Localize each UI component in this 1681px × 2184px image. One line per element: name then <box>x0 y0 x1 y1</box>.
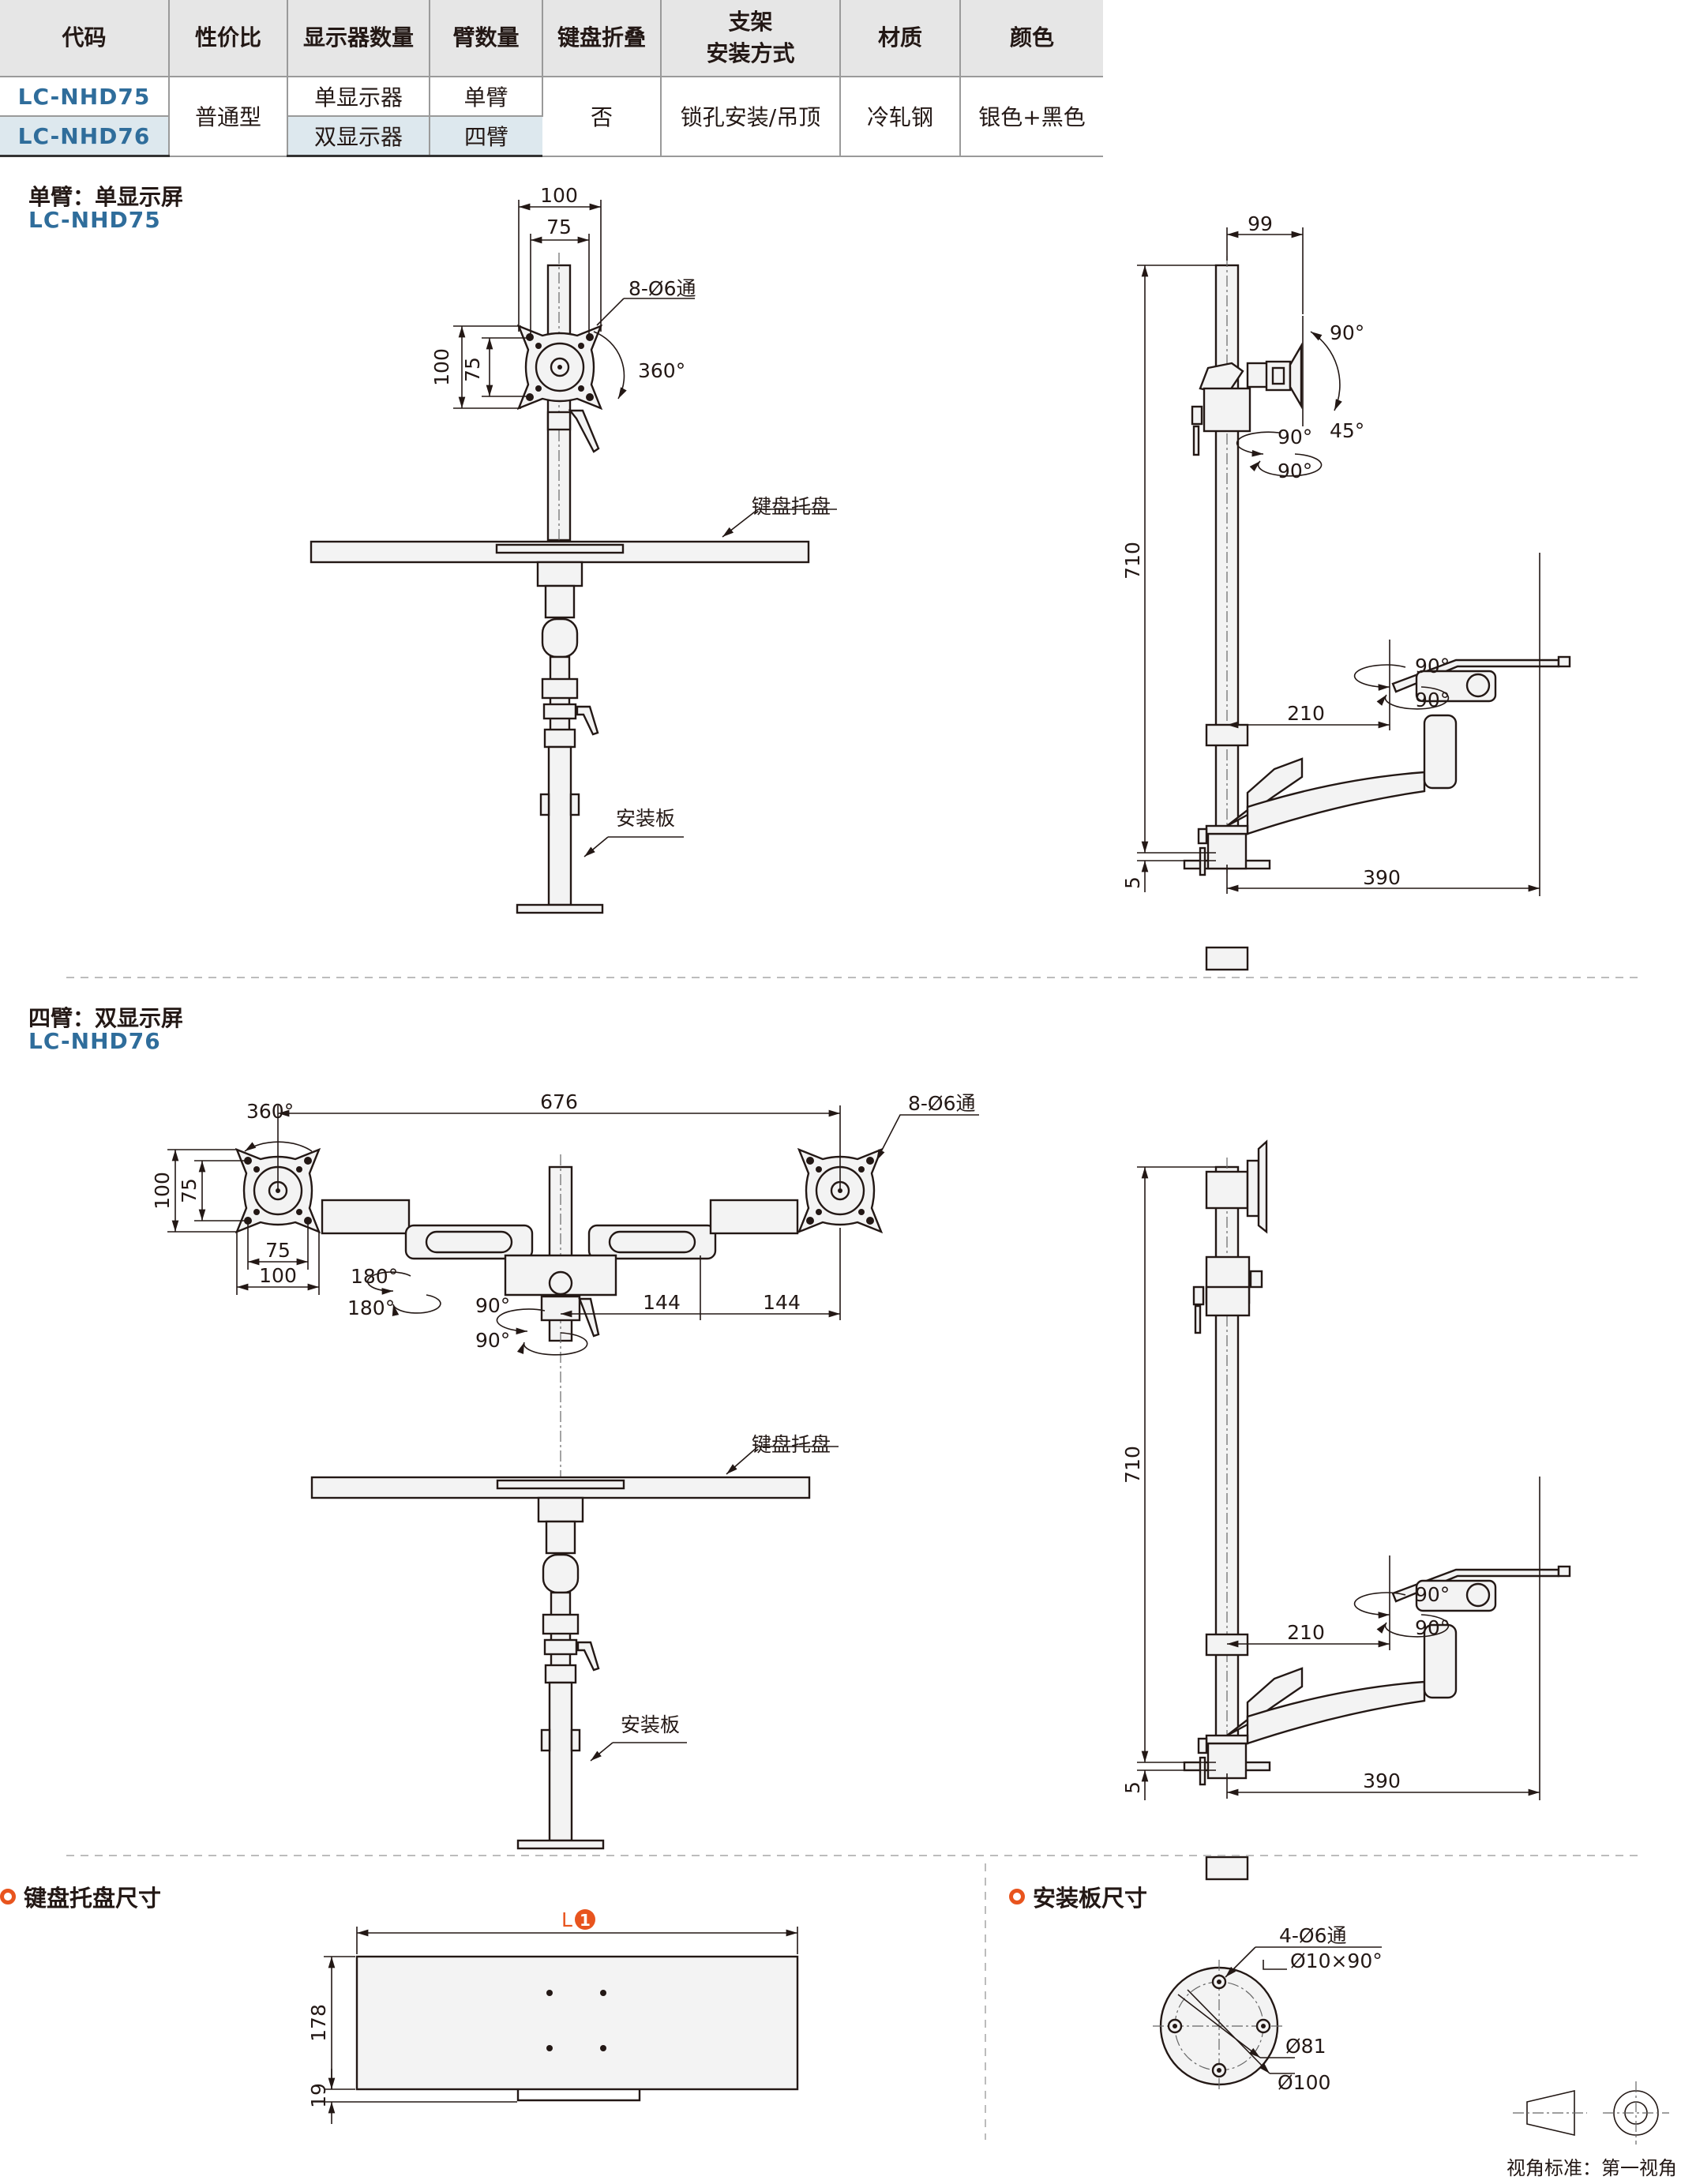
angle-90-b: 90° <box>475 1329 510 1352</box>
value-type-cell: 普通型 <box>169 77 288 157</box>
label-holes-8-right: 8-Ø6通 <box>908 1092 976 1115</box>
label-mounting-plate: 安装板 <box>616 807 675 830</box>
dim-710-2: 710 <box>1121 1446 1144 1484</box>
dim-75-side: 75 <box>461 357 484 382</box>
row-code: LC-NHD76 <box>0 116 170 157</box>
material-cell: 冷轧钢 <box>840 77 961 157</box>
row-monitors: 双显示器 <box>287 116 430 157</box>
note-badge-number: 1 <box>580 1911 591 1930</box>
header-mount: 支架安装方式 <box>661 0 841 77</box>
tray-size-drawing: L 1 178 19 <box>307 1908 799 2124</box>
dim-L: L <box>561 1908 572 1931</box>
angle-90-swivel-b: 90° <box>1278 460 1312 482</box>
nhd75-front-view: 100 75 100 75 8-Ø6通 360° 键盘托盘 安装板 <box>310 184 837 914</box>
dim-390-2: 390 <box>1363 1769 1401 1792</box>
plate-size-title: 安装板尺寸 <box>1033 1885 1148 1912</box>
angle-90-a: 90° <box>475 1294 510 1317</box>
section1-title: 单臂：单显示屏 <box>28 184 184 210</box>
mount-cell: 锁孔安装/吊顶 <box>661 77 841 157</box>
circle-bullet-icon <box>0 1889 16 1904</box>
label-holes-4: 4-Ø6通 <box>1279 1924 1347 1947</box>
dim-5: 5 <box>1121 876 1144 889</box>
header-monitors: 显示器数量 <box>287 0 430 77</box>
angle-90-arm-d: 90° <box>1415 1616 1450 1639</box>
table-header-row: 代码 性价比 显示器数量 臂数量 键盘折叠 支架安装方式 材质 颜色 <box>0 0 1103 77</box>
label-holes-8: 8-Ø6通 <box>628 277 696 300</box>
angle-45-tilt: 45° <box>1330 419 1364 442</box>
header-value: 性价比 <box>169 0 288 77</box>
plate-size-drawing: 4-Ø6通 Ø10×90° Ø81 Ø100 <box>1153 1924 1383 2094</box>
angle-180-a: 180° <box>351 1265 398 1288</box>
fold-cell: 否 <box>542 77 662 157</box>
section1-code: LC-NHD75 <box>28 207 161 233</box>
row-monitors: 单显示器 <box>287 77 430 117</box>
header-arms: 臂数量 <box>430 0 543 77</box>
angle-90-arm-c: 90° <box>1415 1583 1450 1606</box>
label-mounting-plate-2: 安装板 <box>621 1713 680 1736</box>
row-code: LC-NHD75 <box>0 77 170 117</box>
dim-178: 178 <box>307 2004 330 2042</box>
spec-table: 代码 性价比 显示器数量 臂数量 键盘折叠 支架安装方式 材质 颜色 LC-NH… <box>0 0 1103 157</box>
nhd75-side-view: 99 90° 45° 90° 90° 710 5 210 390 90° 90° <box>1121 212 1571 971</box>
dim-19: 19 <box>307 2083 330 2108</box>
dim-d81: Ø81 <box>1285 2035 1326 2058</box>
angle-90-arm-b: 90° <box>1415 689 1450 711</box>
header-color: 颜色 <box>960 0 1103 77</box>
header-fold: 键盘折叠 <box>542 0 662 77</box>
tray-size-heading: 键盘托盘尺寸 <box>0 1880 161 1913</box>
dim-144-b: 144 <box>763 1291 801 1314</box>
dim-100-top: 100 <box>540 184 578 207</box>
row-arms: 单臂 <box>430 77 543 117</box>
note-badge-icon <box>575 1909 595 1930</box>
table-row: LC-NHD76 双显示器 四臂 <box>0 116 1103 157</box>
dim-210: 210 <box>1287 702 1325 725</box>
dim-75-side: 75 <box>178 1178 201 1203</box>
dim-d100: Ø100 <box>1278 2071 1330 2094</box>
angle-90-swivel-a: 90° <box>1278 426 1312 448</box>
color-cell: 银色+黑色 <box>960 77 1103 157</box>
angle-90-tilt: 90° <box>1330 321 1364 344</box>
label-keyboard-tray: 键盘托盘 <box>752 495 831 518</box>
dim-710: 710 <box>1121 542 1144 580</box>
dim-676: 676 <box>540 1090 578 1113</box>
dim-99: 99 <box>1248 212 1273 235</box>
label-keyboard-tray-2: 键盘托盘 <box>752 1433 831 1456</box>
nhd76-front-view: 360° 676 8-Ø6通 100 75 75 100 180° 180° 9… <box>151 1090 979 1850</box>
nhd76-side-view: 710 5 210 390 90° 90° <box>1121 1139 1571 1881</box>
first-angle-projection-icon <box>1513 2081 1669 2145</box>
label-rotate-360-left: 360° <box>246 1100 294 1123</box>
label-counterbore: Ø10×90° <box>1290 1949 1383 1972</box>
dim-100-bottom: 100 <box>259 1264 297 1287</box>
section2-code: LC-NHD76 <box>28 1028 161 1054</box>
dim-100-side: 100 <box>151 1172 174 1210</box>
dim-75-bottom: 75 <box>265 1239 291 1262</box>
angle-90-arm-a: 90° <box>1415 655 1450 677</box>
circle-bullet-icon <box>1009 1889 1025 1904</box>
view-standard-note: 视角标准：第一视角 <box>1507 2157 1677 2179</box>
row-arms: 四臂 <box>430 116 542 157</box>
dim-75-top: 75 <box>546 216 572 238</box>
dim-5-2: 5 <box>1121 1781 1144 1794</box>
table-row: LC-NHD75 普通型 单显示器 单臂 否 锁孔安装/吊顶 冷轧钢 银色+黑色 <box>0 77 1103 157</box>
section2-title: 四臂：双显示屏 <box>28 1005 184 1031</box>
dim-100-side: 100 <box>430 348 453 386</box>
header-material: 材质 <box>840 0 961 77</box>
dim-144-a: 144 <box>643 1291 681 1314</box>
header-code: 代码 <box>0 0 170 77</box>
angle-180-b: 180° <box>347 1297 395 1319</box>
dim-210-2: 210 <box>1287 1621 1325 1644</box>
tray-size-title: 键盘托盘尺寸 <box>24 1885 162 1912</box>
plate-size-heading: 安装板尺寸 <box>1009 1880 1147 1913</box>
dim-390: 390 <box>1363 866 1401 889</box>
label-rotate-360: 360° <box>638 359 685 382</box>
